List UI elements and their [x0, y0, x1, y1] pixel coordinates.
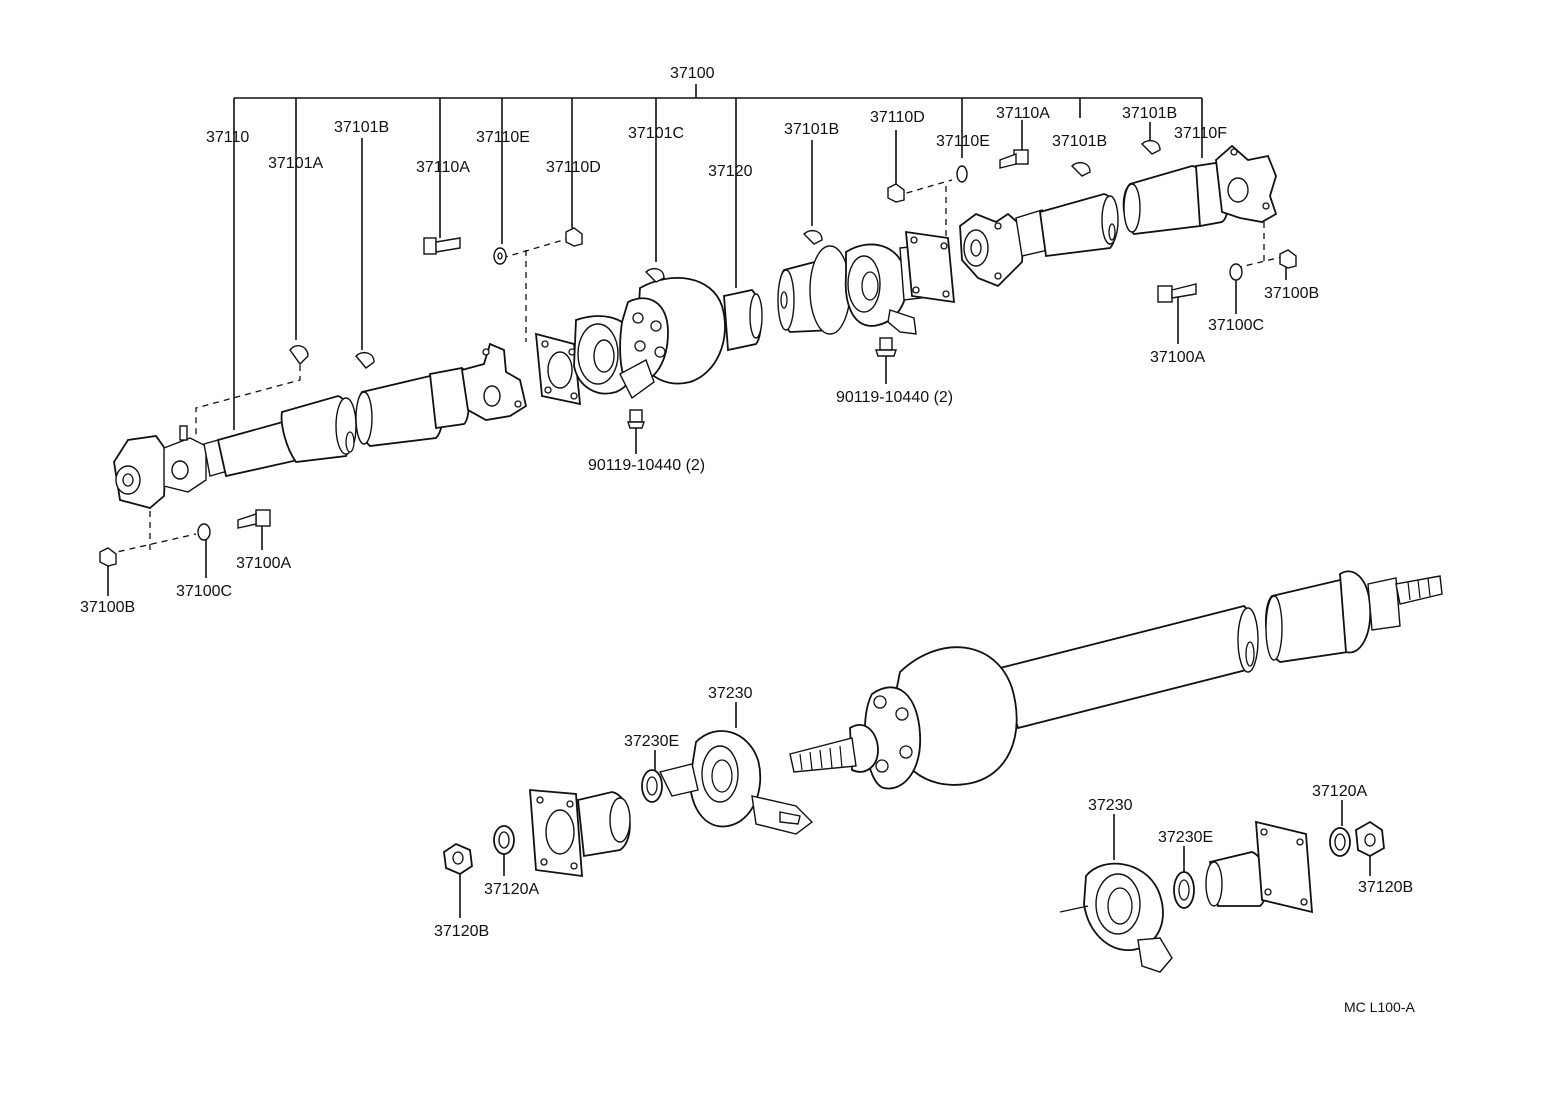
hardware-upper	[99, 139, 1297, 567]
diagram-code: MC L100-A	[1344, 999, 1415, 1015]
left-dust-seal-37230E	[641, 769, 663, 803]
label-bolt-90119-front: 90119-10440 (2)	[588, 457, 705, 474]
label-37101B-2: 37101B	[784, 121, 839, 138]
dashed-alignment-lines	[107, 179, 1287, 555]
label-bolt-90119-rear: 90119-10440 (2)	[836, 389, 953, 406]
label-37101A: 37101A	[268, 155, 323, 172]
left-flange	[529, 789, 631, 878]
rear-shaft-tube-1	[1039, 193, 1119, 258]
label-37101B-1: 37101B	[334, 119, 389, 136]
label-37110D-1: 37110D	[546, 159, 601, 176]
rear-shaft-tube-2	[1122, 161, 1231, 235]
front-stub-tube	[723, 289, 763, 352]
label-37120: 37120	[708, 163, 753, 180]
right-dust-seal-37230E	[1173, 871, 1195, 909]
label-37110D-2: 37110D	[870, 109, 925, 126]
label-37120B-right: 37120B	[1358, 879, 1413, 896]
right-flange	[1205, 820, 1313, 914]
lower-main-shaft	[998, 570, 1443, 730]
label-37110F: 37110F	[1174, 125, 1227, 142]
label-37101B-3: 37101B	[1052, 133, 1107, 150]
label-37230E-right: 37230E	[1158, 829, 1213, 846]
label-37101C: 37101C	[628, 125, 684, 142]
left-center-bearing-37230	[658, 730, 814, 835]
label-37100A-left: 37100A	[236, 555, 291, 572]
rear-universal-joint-1	[959, 209, 1049, 288]
right-center-bearing-37230	[1059, 862, 1173, 973]
label-37230-right: 37230	[1088, 797, 1133, 814]
label-37100B-left: 37100B	[80, 599, 135, 616]
rear-universal-joint-2	[1215, 144, 1278, 223]
label-assy-37100: 37100	[670, 65, 715, 82]
label-37120B-left: 37120B	[434, 923, 489, 940]
callout-labels: 37100 37110 37101A 37101B 37110A 37110E …	[80, 65, 1415, 1015]
label-37100C-left: 37100C	[176, 583, 232, 600]
label-37101B-4: 37101B	[1122, 105, 1177, 122]
label-37100B-right: 37100B	[1264, 285, 1319, 302]
label-37110A-1: 37110A	[416, 159, 470, 176]
label-37230-left: 37230	[708, 685, 753, 702]
label-37230E-left: 37230E	[624, 733, 679, 750]
left-washer-nut	[443, 825, 515, 876]
rear-flange	[904, 230, 956, 304]
lower-splined-stub	[789, 737, 857, 773]
label-37100A-right: 37100A	[1150, 349, 1205, 366]
front-universal-joint	[113, 425, 239, 509]
label-37110A-2: 37110A	[996, 105, 1050, 122]
label-37100C-right: 37100C	[1208, 317, 1264, 334]
label-37110E-2: 37110E	[936, 133, 990, 150]
right-washer-nut	[1329, 820, 1385, 858]
individual-leaders	[107, 120, 1371, 918]
label-37120A-right: 37120A	[1312, 783, 1367, 800]
label-37110: 37110	[206, 129, 249, 146]
intermediate-tube-1	[355, 367, 470, 447]
front-shaft-tube	[216, 395, 357, 478]
lower-center-bearing-housing	[849, 646, 1018, 790]
front-center-bearing	[619, 276, 726, 400]
label-37110E-1: 37110E	[476, 129, 530, 146]
middle-universal-joint	[460, 342, 528, 421]
assembly-bracket	[233, 84, 1203, 430]
label-37120A-left: 37120A	[484, 881, 539, 898]
